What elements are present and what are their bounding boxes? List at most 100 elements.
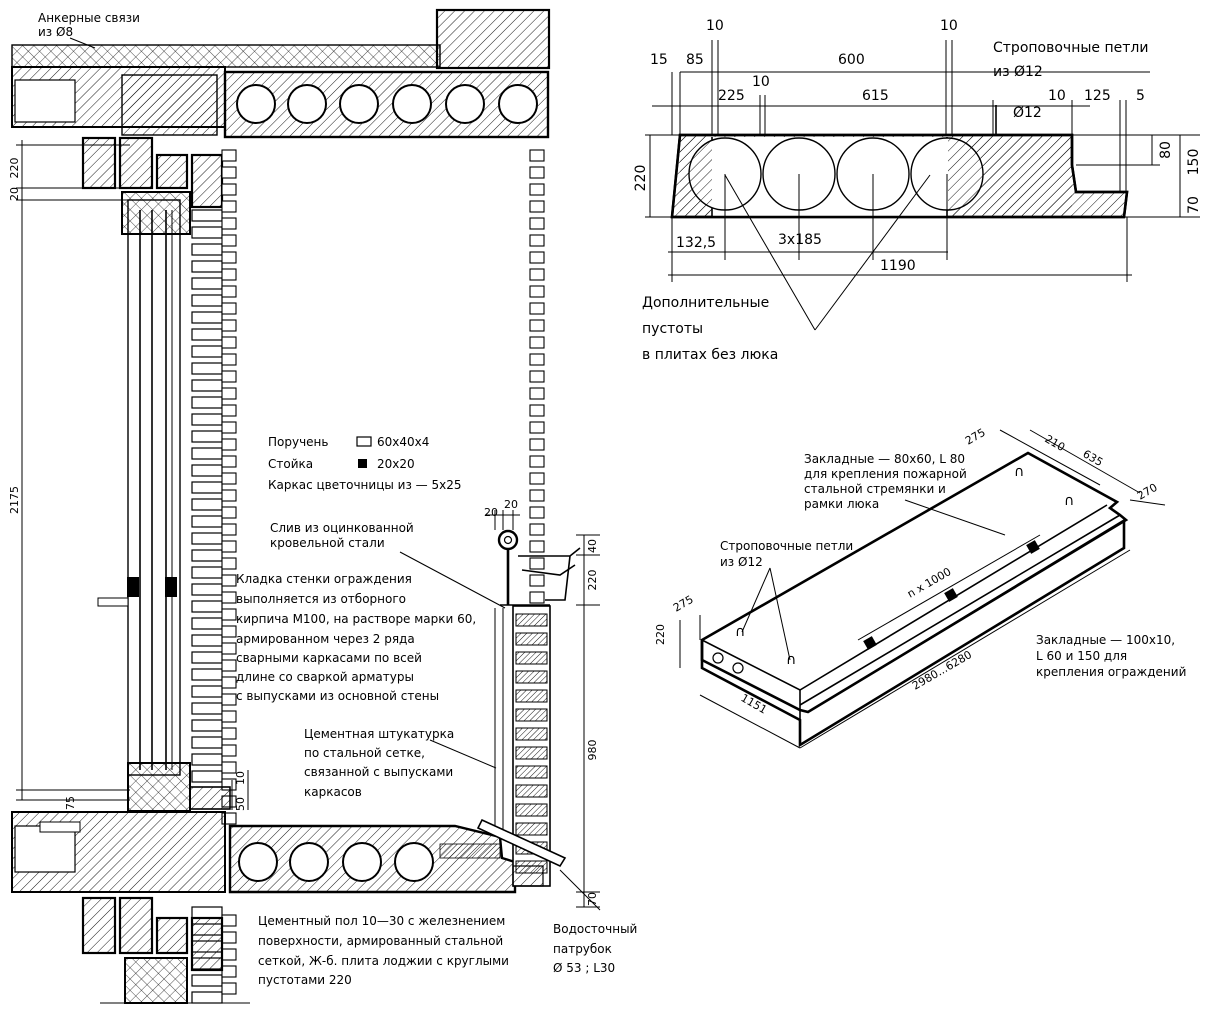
lower-bricks <box>81 896 224 972</box>
iso-sling-line-2: из Ø12 <box>720 555 763 569</box>
brick <box>529 506 545 519</box>
iso-dim-270: 270 <box>1135 481 1160 503</box>
dim-b-3x185: 3x185 <box>778 232 822 248</box>
outlet-note: Водосточный патрубок Ø 53 ; L30 <box>553 869 637 975</box>
iso-embedded-top-1: Закладные — 80x60, L 80 <box>804 452 965 466</box>
plaster-line-3: связанной с выпусками <box>304 765 453 779</box>
iso-sling-note: Строповочные петли из Ø12 <box>720 539 853 661</box>
brick <box>221 251 237 264</box>
brick <box>221 336 237 349</box>
drain-label-line2: кровельной стали <box>270 536 385 550</box>
floor-note: Цементный пол 10—30 с железнением поверх… <box>258 914 509 987</box>
floor-line-4: пустотами 220 <box>258 973 352 987</box>
brick <box>221 217 237 230</box>
brick <box>191 464 223 477</box>
brick <box>529 574 545 587</box>
brick <box>529 489 545 502</box>
dim-h-80: 80 <box>1158 141 1174 159</box>
iso-embedded-right-1: Закладные — 100x10, <box>1036 633 1175 647</box>
dim-50-small: 50 <box>234 797 247 811</box>
brick <box>529 421 545 434</box>
brick <box>191 651 223 664</box>
masonry-line-4: армированном через 2 ряда <box>236 632 415 646</box>
brick <box>221 370 237 383</box>
anchor-label-line1: Анкерные связи <box>38 11 140 25</box>
iso-top-face <box>700 451 1129 714</box>
brick <box>221 948 237 961</box>
parapet-brick <box>515 765 548 779</box>
brick <box>529 285 545 298</box>
brick <box>221 268 237 281</box>
iso-embedded-top-4: рамки люка <box>804 497 879 511</box>
brick <box>191 447 223 460</box>
brick <box>221 574 237 587</box>
parapet-brick <box>515 613 548 627</box>
brick <box>221 965 237 978</box>
brick <box>191 702 223 715</box>
dim-top-10b: 10 <box>940 18 958 34</box>
brick <box>191 634 223 647</box>
handrail <box>497 529 581 606</box>
brick <box>191 328 223 341</box>
cs-sling-label-2: из Ø12 <box>993 64 1043 80</box>
dim-20-left: 20 <box>8 187 21 201</box>
dim-top-10d: 10 <box>1048 88 1066 104</box>
brick <box>191 277 223 290</box>
brick <box>191 974 223 987</box>
brick <box>221 166 237 179</box>
brick <box>221 472 237 485</box>
left-dimension-chain: 220 20 2175 75 <box>8 140 130 810</box>
loop-mark-4: ∩ <box>1064 493 1074 509</box>
drain-outlet <box>476 818 567 868</box>
brick <box>221 353 237 366</box>
brick <box>221 659 237 672</box>
dim-220-left: 220 <box>8 158 21 179</box>
loop-mark-2: ∩ <box>786 652 796 668</box>
masonry-line-3: кирпича М100, на растворе марки 60, <box>236 612 476 626</box>
parapet-brick-courses <box>515 613 548 874</box>
parapet-brick <box>515 727 548 741</box>
brick <box>529 353 545 366</box>
brick <box>529 540 545 553</box>
dim-20-b: 20 <box>504 498 518 511</box>
brick <box>221 914 237 927</box>
legend-frame-label: Каркас цветочницы из — 5x25 <box>268 478 461 492</box>
iso-embedded-right-2: L 60 и 150 для <box>1036 649 1127 663</box>
parapet-brick <box>515 689 548 703</box>
brick <box>529 166 545 179</box>
plaster-line-4: каркасов <box>304 785 362 799</box>
parapet-brick <box>515 803 548 817</box>
floor-line-2: поверхности, армированный стальной <box>258 934 503 948</box>
brick <box>221 591 237 604</box>
brick <box>221 506 237 519</box>
brick <box>191 481 223 494</box>
cross-section-bottom-dims: 132,5 3x185 1190 <box>668 174 1132 282</box>
parapet-brick <box>515 746 548 760</box>
legend-rail-label: Поручень <box>268 435 328 449</box>
dim-top-10a: 10 <box>706 18 724 34</box>
brick <box>221 540 237 553</box>
brick <box>221 200 237 213</box>
brick <box>221 438 237 451</box>
voids-line-1: Дополнительные <box>642 295 769 311</box>
iso-embedded-right-3: крепления ограждений <box>1036 665 1186 679</box>
top-slab-voids <box>236 84 538 124</box>
right-dimension-chain: 20 20 40 220 980 70 10 50 <box>231 498 600 908</box>
plaster-line-2: по стальной сетке, <box>304 746 425 760</box>
dim-h-150: 150 <box>1186 149 1202 176</box>
floor-line-3: сеткой, Ж-б. плита лоджии с круглыми <box>258 954 509 968</box>
top-insulation-layer <box>11 44 441 68</box>
iso-dim-length: 2980...6280 <box>910 648 974 693</box>
cross-section-height-dims: 220 80 150 70 <box>633 134 1202 218</box>
brick <box>191 566 223 579</box>
brick <box>221 625 237 638</box>
masonry-line-1: Кладка стенки ограждения <box>236 572 412 586</box>
brick <box>529 523 545 536</box>
window-frame <box>97 191 191 812</box>
brick <box>221 421 237 434</box>
iso-dim-220: 220 <box>654 624 667 645</box>
brick <box>191 583 223 596</box>
brick <box>529 302 545 315</box>
parapet-brick <box>515 670 548 684</box>
